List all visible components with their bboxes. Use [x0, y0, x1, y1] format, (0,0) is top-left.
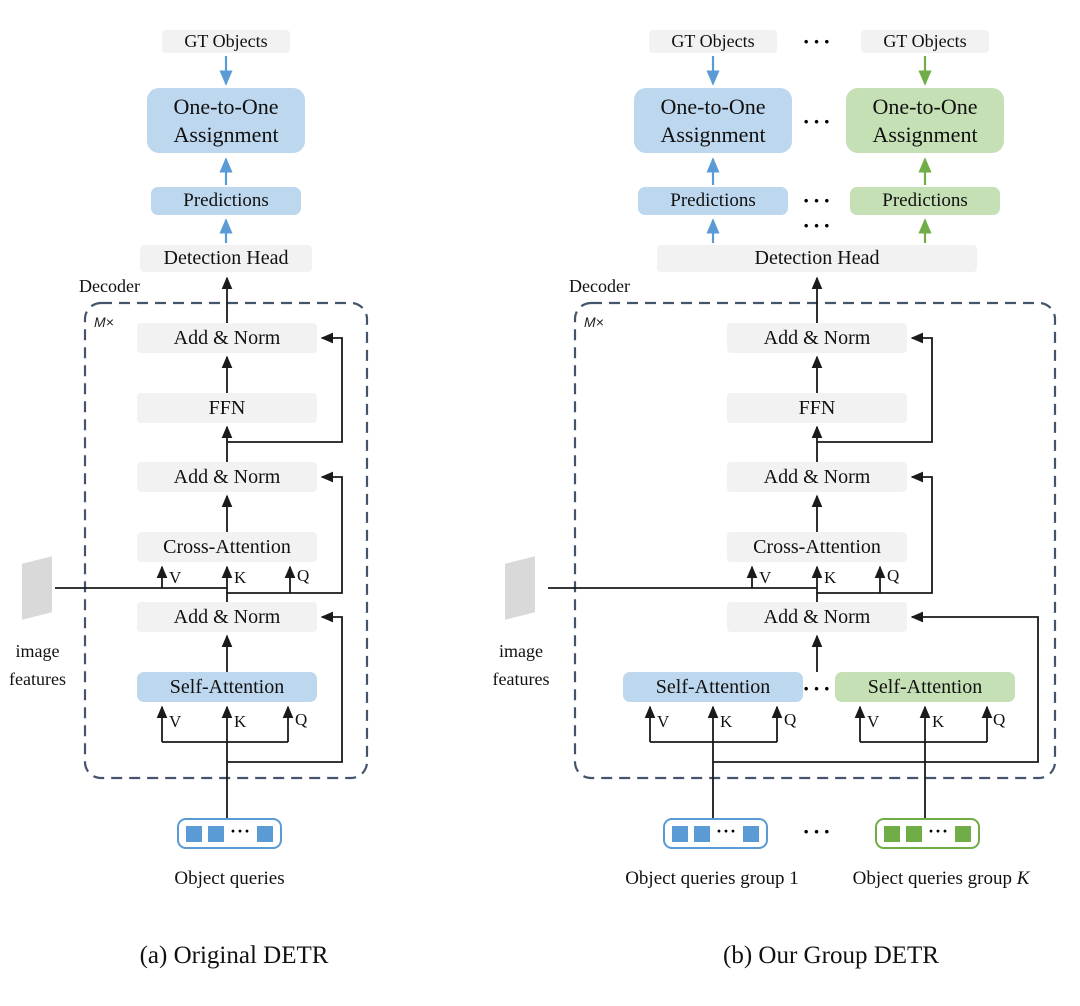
query-token-icon	[955, 825, 971, 842]
image-features-line1-a: image	[15, 641, 60, 661]
image-features-label-b: image features	[483, 638, 559, 694]
k-label-a-self: K	[234, 712, 247, 731]
ellipsis-icon: ···	[229, 821, 251, 841]
caption-b: (b) Our Group DETR	[723, 942, 939, 969]
cross-attention-box-a: Cross-Attention	[137, 532, 317, 562]
v-label-b-selfk: V	[867, 712, 880, 731]
ffn-box-b: FFN	[727, 393, 907, 423]
add-norm-box-a-top: Add & Norm	[137, 323, 317, 353]
query-token-icon	[905, 825, 922, 842]
image-features-line2-b: features	[492, 668, 550, 689]
detection-head-box-b: Detection Head	[657, 245, 977, 272]
object-queries-group1-label: Object queries group 1	[625, 868, 799, 889]
q-label-b-self1: Q	[784, 710, 797, 729]
image-features-shape-b	[505, 556, 535, 620]
image-features-line2-a: features	[9, 668, 66, 689]
v-label-b-cross: V	[759, 568, 772, 587]
repeat-count-label-b: M×	[584, 314, 604, 330]
cross-attention-box-b: Cross-Attention	[727, 532, 907, 562]
query-token-icon	[693, 825, 710, 842]
image-features-shape-a	[22, 556, 52, 620]
groupk-label-variable: K	[1016, 868, 1030, 889]
add-norm-box-a-bottom: Add & Norm	[137, 602, 317, 632]
query-token-icon	[671, 825, 688, 842]
predictions-box-a: Predictions	[151, 187, 301, 215]
predictions-box-b1: Predictions	[638, 187, 788, 215]
self-attention-box-bk: Self-Attention	[835, 672, 1015, 702]
v-label-a-cross: V	[169, 568, 182, 587]
object-queries-groupk-label: Object queries group K	[843, 868, 1039, 890]
object-queries-label-a: Object queries	[174, 868, 285, 889]
predictions-box-bk: Predictions	[850, 187, 1000, 215]
query-token-icon	[207, 825, 224, 842]
ellipsis-gt-row: ···	[802, 28, 834, 54]
k-label-b-self1: K	[720, 712, 733, 731]
ellipsis-queries-row: ···	[802, 818, 834, 844]
query-token-icon	[883, 825, 900, 842]
image-features-label-a: image features	[0, 638, 75, 694]
q-label-a-cross: Q	[297, 566, 310, 585]
gt-objects-box-a: GT Objects	[162, 30, 290, 53]
ellipsis-below-predictions: ···	[802, 212, 834, 238]
object-queries-box-bk: ···	[875, 818, 980, 849]
gt-objects-box-bk: GT Objects	[861, 30, 989, 53]
repeat-count-label-a: M×	[94, 314, 114, 330]
k-label-b-selfk: K	[932, 712, 945, 731]
object-queries-box-b1: ···	[663, 818, 768, 849]
query-token-icon	[257, 825, 273, 842]
object-queries-box-a: ···	[177, 818, 282, 849]
gt-objects-box-b1: GT Objects	[649, 30, 777, 53]
ellipsis-icon: ···	[715, 821, 737, 841]
add-norm-box-b-top: Add & Norm	[727, 323, 907, 353]
k-label-a-cross: K	[234, 568, 247, 587]
ellipsis-assignment-row: ···	[802, 108, 834, 134]
ellipsis-predictions-row: ···	[802, 187, 834, 213]
q-label-a-self: Q	[295, 710, 308, 729]
self-attention-box-a: Self-Attention	[137, 672, 317, 702]
decoder-label-b: Decoder	[569, 276, 630, 296]
decoder-label-a: Decoder	[79, 276, 140, 296]
ffn-box-a: FFN	[137, 393, 317, 423]
one-to-one-assignment-box-b1: One-to-One Assignment	[634, 88, 792, 153]
add-norm-box-b-bottom: Add & Norm	[727, 602, 907, 632]
query-token-icon	[743, 825, 759, 842]
q-label-b-selfk: Q	[993, 710, 1006, 729]
v-label-a-self: V	[169, 712, 182, 731]
ellipsis-icon: ···	[927, 821, 949, 841]
q-label-b-cross: Q	[887, 566, 900, 585]
detection-head-box-a: Detection Head	[140, 245, 312, 272]
k-label-b-cross: K	[824, 568, 837, 587]
image-features-line1-b: image	[499, 641, 543, 661]
one-to-one-assignment-box-a: One-to-One Assignment	[147, 88, 305, 153]
self-attention-box-b1: Self-Attention	[623, 672, 803, 702]
v-label-b-self1: V	[657, 712, 670, 731]
caption-a: (a) Original DETR	[139, 942, 329, 969]
one-to-one-assignment-box-bk: One-to-One Assignment	[846, 88, 1004, 153]
query-token-icon	[185, 825, 202, 842]
add-norm-box-b-mid: Add & Norm	[727, 462, 907, 492]
add-norm-box-a-mid: Add & Norm	[137, 462, 317, 492]
groupk-label-prefix: Object queries group	[852, 868, 1017, 889]
